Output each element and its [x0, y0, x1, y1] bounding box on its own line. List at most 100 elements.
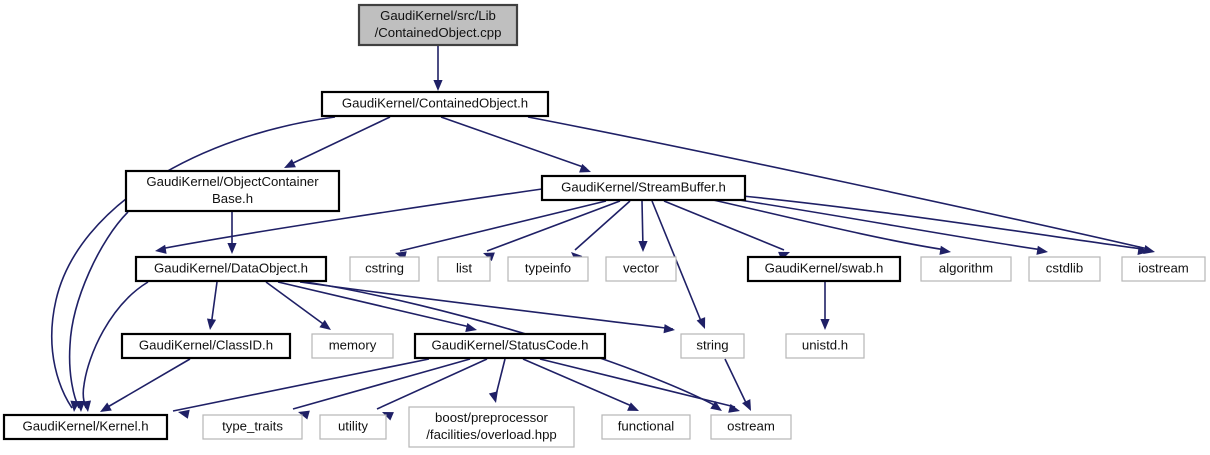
node-label-string: string — [696, 337, 728, 352]
node-stream_buffer_h[interactable]: GaudiKernel/StreamBuffer.h — [540, 174, 747, 202]
arrowhead-26 — [298, 410, 310, 420]
arrowhead-16 — [1137, 245, 1149, 256]
node-box-contained_object_cpp — [357, 3, 519, 47]
node-box-unistd_h — [785, 333, 865, 359]
edge-status_code_h-to-utility — [376, 358, 488, 410]
arrowhead-24 — [820, 319, 830, 330]
arrowhead-15 — [1036, 245, 1048, 255]
node-label-data_object_h: GaudiKernel/DataObject.h — [154, 260, 308, 275]
node-label-utility: utility — [338, 418, 368, 433]
edge-contained_object_h-to-object_container_base_h — [288, 116, 391, 166]
node-box-vector — [605, 256, 677, 282]
node-label-status_code_h: GaudiKernel/StatusCode.h — [432, 337, 589, 352]
node-contained_object_cpp[interactable]: GaudiKernel/src/Lib/ContainedObject.cpp — [357, 3, 519, 47]
edge-data_object_h-to-status_code_h — [277, 281, 471, 328]
node-ostream[interactable]: ostream — [710, 414, 792, 440]
node-label-cstdlib: cstdlib — [1046, 260, 1083, 275]
node-box-cstring — [349, 256, 420, 282]
node-cstdlib[interactable]: cstdlib — [1028, 256, 1101, 282]
node-label-functional: functional — [618, 418, 675, 433]
node-algorithm[interactable]: algorithm — [920, 256, 1012, 282]
node-label-object_container_base_h-line-2: Base.h — [212, 191, 253, 206]
node-box-contained_object_h — [320, 90, 550, 118]
node-box-ostream — [710, 414, 792, 440]
arrowhead-11 — [638, 241, 648, 252]
node-box-kernel_h — [2, 413, 169, 441]
edge-stream_buffer_h-to-list — [486, 200, 621, 252]
node-label-contained_object_cpp-line-1: GaudiKernel/src/Lib — [380, 8, 496, 23]
arrowheads-layer — [70, 80, 1155, 421]
node-label-typeinfo: typeinfo — [525, 260, 571, 275]
node-functional[interactable]: functional — [601, 414, 691, 440]
arrowhead-22 — [81, 400, 92, 412]
node-box-string — [680, 333, 745, 359]
arrowhead-0 — [433, 80, 443, 91]
node-label-algorithm: algorithm — [939, 260, 993, 275]
node-swab_h[interactable]: GaudiKernel/swab.h — [746, 255, 902, 283]
edge-class_id_h-to-kernel_h — [105, 358, 191, 409]
node-box-data_object_h — [134, 255, 328, 283]
edge-contained_object_h-to-iostream — [527, 116, 1149, 250]
edge-stream_buffer_h-to-algorithm — [699, 196, 947, 251]
node-label-unistd_h: unistd.h — [802, 337, 848, 352]
node-iostream[interactable]: iostream — [1121, 256, 1206, 282]
edge-stream_buffer_h-to-data_object_h — [159, 188, 543, 250]
node-boost_overload_hpp[interactable]: boost/preprocessor/facilities/overload.h… — [408, 406, 575, 448]
edge-stream_buffer_h-to-cstring — [399, 200, 607, 252]
node-box-object_container_base_h — [124, 169, 341, 213]
node-label-vector: vector — [623, 260, 660, 275]
edge-object_container_base_h-to-kernel_h — [68, 211, 129, 409]
arrowhead-2 — [579, 163, 591, 173]
node-memory[interactable]: memory — [311, 333, 394, 359]
edge-data_object_h-to-memory — [265, 281, 327, 327]
arrowhead-27 — [382, 412, 394, 421]
arrowhead-6 — [76, 400, 86, 412]
node-vector[interactable]: vector — [605, 256, 677, 282]
node-label-contained_object_h: GaudiKernel/ContainedObject.h — [342, 95, 528, 110]
arrowhead-12 — [696, 317, 706, 329]
edge-stream_buffer_h-to-cstdlib — [705, 194, 1044, 251]
node-label-class_id_h: GaudiKernel/ClassID.h — [139, 337, 273, 352]
node-box-memory — [311, 333, 394, 359]
edge-status_code_h-to-ostream — [539, 358, 736, 408]
node-label-swab_h: GaudiKernel/swab.h — [765, 260, 884, 275]
nodes-layer: GaudiKernel/src/Lib/ContainedObject.cppG… — [2, 3, 1206, 448]
node-typeinfo[interactable]: typeinfo — [507, 256, 589, 282]
node-status_code_h[interactable]: GaudiKernel/StatusCode.h — [413, 332, 607, 360]
node-class_id_h[interactable]: GaudiKernel/ClassID.h — [120, 332, 292, 360]
arrowhead-17 — [206, 318, 217, 330]
node-list[interactable]: list — [437, 256, 491, 282]
node-label-iostream: iostream — [1138, 260, 1189, 275]
node-unistd_h[interactable]: unistd.h — [785, 333, 865, 359]
node-label-contained_object_cpp-line-2: /ContainedObject.cpp — [375, 25, 502, 40]
node-box-boost_overload_hpp — [408, 406, 575, 448]
node-utility[interactable]: utility — [319, 414, 387, 440]
node-box-status_code_h — [413, 332, 607, 360]
arrowhead-31 — [742, 399, 751, 411]
edge-data_object_h-to-class_id_h — [210, 281, 218, 327]
node-label-type_traits: type_traits — [222, 418, 283, 433]
node-contained_object_h[interactable]: GaudiKernel/ContainedObject.h — [320, 90, 550, 118]
arrowhead-19 — [465, 323, 477, 333]
node-box-typeinfo — [507, 256, 589, 282]
node-data_object_h[interactable]: GaudiKernel/DataObject.h — [134, 255, 328, 283]
node-string[interactable]: string — [680, 333, 745, 359]
node-type_traits[interactable]: type_traits — [202, 414, 303, 440]
node-box-cstdlib — [1028, 256, 1101, 282]
node-box-swab_h — [746, 255, 902, 283]
node-label-cstring: cstring — [365, 260, 404, 275]
node-kernel_h[interactable]: GaudiKernel/Kernel.h — [2, 413, 169, 441]
arrowhead-20 — [663, 324, 675, 334]
edge-stream_buffer_h-to-typeinfo — [574, 200, 631, 251]
edge-status_code_h-to-type_traits — [292, 358, 471, 410]
node-cstring[interactable]: cstring — [349, 256, 420, 282]
node-label-object_container_base_h-line-1: GaudiKernel/ObjectContainer — [146, 174, 319, 189]
node-box-type_traits — [202, 414, 303, 440]
node-label-ostream: ostream — [727, 418, 775, 433]
node-box-list — [437, 256, 491, 282]
arrowhead-30 — [728, 403, 740, 413]
arrowhead-21 — [710, 401, 722, 411]
